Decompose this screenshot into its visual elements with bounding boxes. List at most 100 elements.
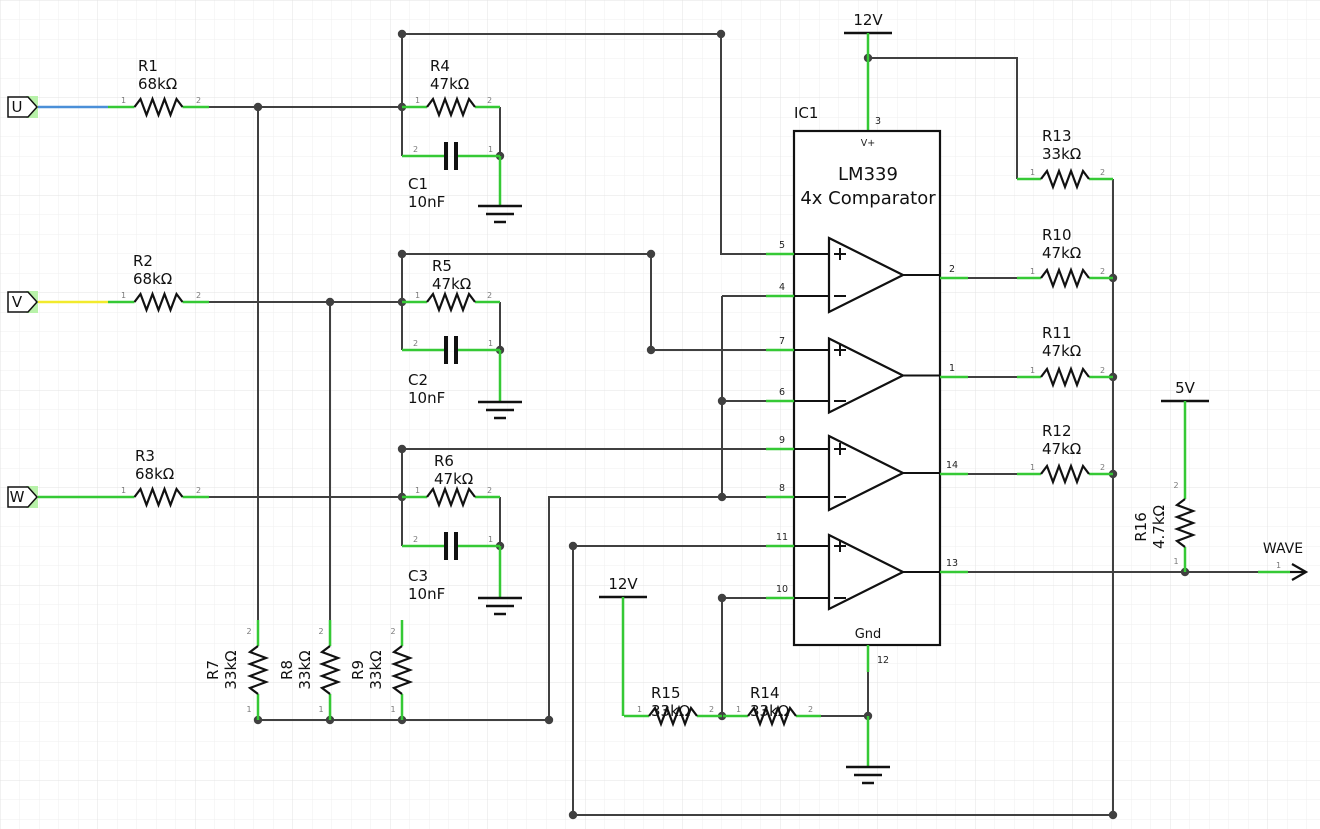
pin-number: 1 [318,705,323,714]
pin-number: 2 [1173,481,1178,490]
ic-ref: IC1 [794,104,818,122]
ic-gnd-label: Gnd [855,627,882,642]
resistor-ref: R12 [1042,422,1072,440]
resistor-value: 33kΩ [1042,145,1081,163]
pin-number: 1 [1030,168,1035,177]
junction-dot [253,102,263,112]
junction-dot [1108,810,1118,820]
pin-number: 2 [808,705,813,714]
resistor-value: 33kΩ [222,650,240,689]
pin-number: 2 [318,627,323,636]
resistor-value: 68kΩ [135,465,174,483]
pin-number: 2 [196,486,201,495]
resistor-zigzag [1040,365,1090,389]
resistor-ref: R3 [135,447,155,465]
comparator-triangle [827,336,906,415]
resistor-value: 68kΩ [133,270,172,288]
resistor-ref: R5 [432,257,452,275]
pin-number: 1 [736,705,741,714]
pin-number: 2 [196,96,201,105]
pin-number: 1 [415,291,420,300]
port-tag [7,96,39,118]
resistor-zigzag [390,645,414,695]
port-label: U [12,98,23,116]
ic-pin-number: 2 [949,264,955,275]
ic-pin-number: 3 [875,116,881,127]
resistor-value: 47kΩ [432,275,471,293]
capacitor-value: 10nF [408,585,445,603]
junction-dot [716,29,726,39]
resistor-zigzag [648,704,698,728]
pin-number: 2 [246,627,251,636]
capacitor-ref: C2 [408,371,428,389]
pin-number: 2 [196,291,201,300]
pin-number: 2 [709,705,714,714]
resistor-ref: R15 [651,684,681,702]
ic-pin-number: 5 [779,240,785,251]
resistor-value: 47kΩ [434,470,473,488]
port-label: W [10,488,25,506]
wire [402,253,766,351]
junction-dot [568,541,578,551]
resistor-ref: R7 [204,660,222,680]
pin-number: 1 [415,96,420,105]
comparator-triangle [827,236,906,314]
ic-pin-number: 6 [779,387,785,398]
junction-dot [544,715,554,725]
pin-number: 2 [390,627,395,636]
resistor-ref: R10 [1042,226,1072,244]
port-label: V [12,293,23,311]
ic-pin-number: 8 [779,483,785,494]
resistor-ref: R2 [133,252,153,270]
resistor-zigzag [426,95,476,119]
comparator-triangle [827,533,906,611]
ic-desc: 4x Comparator [800,188,936,209]
resistor-zigzag [246,645,270,695]
port-tag [7,291,39,313]
junction-dot [568,810,578,820]
supply-label: 12V [853,11,883,29]
junction-dot [646,249,656,259]
port-tag [7,486,39,508]
ic-pin-number: 4 [779,282,785,293]
pin-number: 1 [1030,267,1035,276]
pin-number: 1 [390,705,395,714]
capacitor-ref: C1 [408,175,428,193]
resistor-ref: R8 [278,660,296,680]
junction-dot [397,29,407,39]
junction-dot [646,345,656,355]
resistor-value: 47kΩ [1042,440,1081,458]
resistor-ref: R14 [750,684,780,702]
ic-pin-number: 10 [776,584,788,595]
resistor-zigzag [1173,498,1197,548]
resistor-zigzag [1040,167,1090,191]
ic-pin-number: 1 [949,363,955,374]
components [7,31,1309,785]
ic-name: LM339 [838,164,898,185]
pin-number: 1 [246,705,251,714]
resistor-ref: R4 [430,57,450,75]
pin-number: 2 [413,339,418,348]
resistor-ref: R11 [1042,324,1072,342]
input-port-V [7,291,39,313]
pin-number: 1 [121,96,126,105]
capacitor-value: 10nF [408,389,445,407]
pin-number: 1 [488,535,493,544]
ic-pin-number: 14 [946,460,958,471]
junction-dot [397,444,407,454]
capacitor-ref: C3 [408,567,428,585]
resistor-zigzag [133,485,184,509]
wire [868,57,1018,179]
pin-number: 2 [487,96,492,105]
pin-number: 1 [1030,366,1035,375]
ic-pin-number: 12 [877,655,889,666]
resistor-ref: R13 [1042,127,1072,145]
pin-number: 2 [487,486,492,495]
pin-number: 1 [121,486,126,495]
resistor-ref: R9 [349,660,367,680]
resistor-value: 4.7kΩ [1150,505,1168,549]
junction-dot [717,492,727,502]
pin-number: 1 [1276,561,1281,570]
